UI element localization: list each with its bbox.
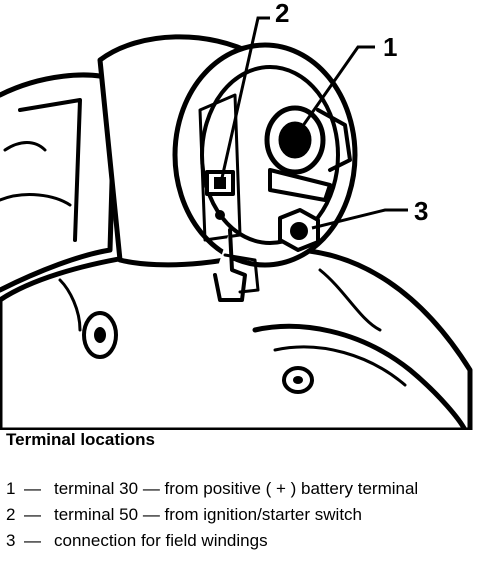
legend-text: terminal 30 — from positive ( + ) batter… bbox=[54, 479, 419, 498]
legend-number: 3 bbox=[6, 531, 16, 550]
legend-number: 1 bbox=[6, 479, 16, 498]
legend-item-2: 2 — terminal 50 — from ignition/starter … bbox=[6, 504, 476, 526]
terminal-30-stud bbox=[264, 105, 352, 202]
field-strap bbox=[213, 228, 247, 302]
housing-rim bbox=[252, 323, 468, 430]
leader-line-3 bbox=[311, 208, 408, 230]
legend-dash: — bbox=[24, 479, 41, 498]
caption-title: Terminal locations bbox=[6, 430, 155, 449]
legend-text: terminal 50 — from ignition/starter swit… bbox=[54, 505, 362, 524]
legend-dash: — bbox=[24, 531, 41, 550]
legend-item-3: 3 — connection for field windings bbox=[6, 530, 476, 552]
leader-line-2 bbox=[220, 16, 270, 179]
callout-1: 1 bbox=[383, 32, 397, 62]
starter-motor-illustration: 1 2 3 bbox=[0, 0, 473, 430]
callout-3: 3 bbox=[414, 196, 428, 226]
terminal-legend: 1 — terminal 30 — from positive ( + ) ba… bbox=[6, 478, 476, 556]
field-winding-nut bbox=[278, 208, 320, 252]
callout-2: 2 bbox=[275, 0, 289, 28]
drive-end-bracket bbox=[0, 72, 118, 293]
terminal-50-spade bbox=[205, 170, 235, 220]
legend-text: connection for field windings bbox=[54, 531, 268, 550]
leader-line-1 bbox=[298, 45, 375, 131]
legend-item-1: 1 — terminal 30 — from positive ( + ) ba… bbox=[6, 478, 476, 500]
legend-dash: — bbox=[24, 505, 41, 524]
legend-number: 2 bbox=[6, 505, 16, 524]
